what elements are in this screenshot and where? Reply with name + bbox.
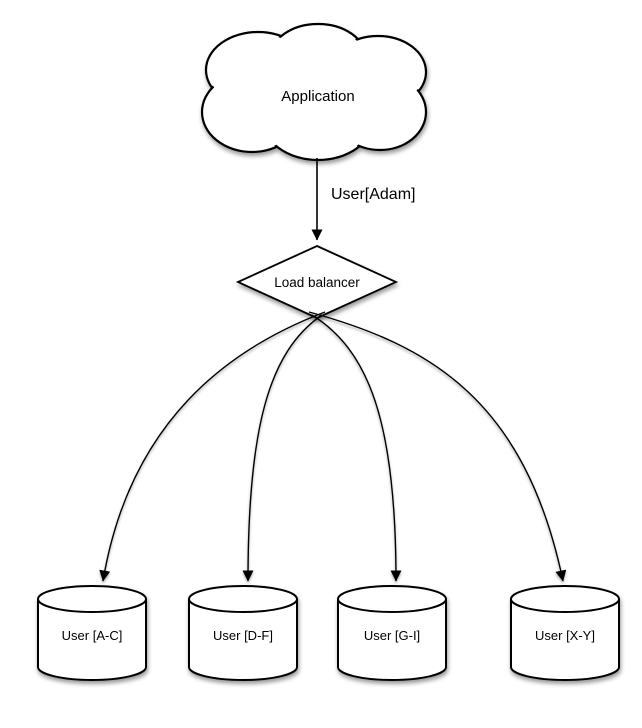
database-label-4: User [X-Y]: [535, 628, 595, 643]
load-balancer-node: Load balancer: [235, 245, 399, 319]
cloud-fill: [204, 26, 424, 158]
database-cylinder-top: [337, 585, 447, 613]
database-node-2: User [D-F]: [188, 585, 298, 681]
database-node-4: User [X-Y]: [510, 585, 620, 681]
database-node-1: User [A-C]: [37, 585, 147, 681]
edge-to-shard-2: [242, 314, 323, 582]
request-edge: User[Adam]: [311, 158, 415, 241]
application-label: Application: [281, 88, 354, 105]
edge-to-shard-1: [99, 311, 326, 582]
database-cylinder-icon: [510, 599, 620, 681]
database-label-2: User [D-F]: [213, 628, 273, 643]
edge-to-shard-4: [308, 311, 567, 582]
database-label-1: User [A-C]: [62, 628, 123, 643]
request-edge-label: User[Adam]: [331, 186, 415, 203]
application-cloud-node: Application: [200, 22, 428, 162]
database-cylinder-icon: [337, 599, 447, 681]
database-node-3: User [G-I]: [337, 585, 447, 681]
shard-edges: [99, 311, 567, 582]
database-cylinder-icon: [37, 599, 147, 681]
database-cylinder-top: [510, 585, 620, 613]
load-balancer-label: Load balancer: [274, 275, 360, 290]
database-cylinder-top: [188, 585, 298, 613]
database-cylinder-top: [37, 585, 147, 613]
database-label-3: User [G-I]: [364, 628, 420, 643]
database-cylinder-icon: [188, 599, 298, 681]
edge-to-shard-3: [311, 314, 402, 582]
